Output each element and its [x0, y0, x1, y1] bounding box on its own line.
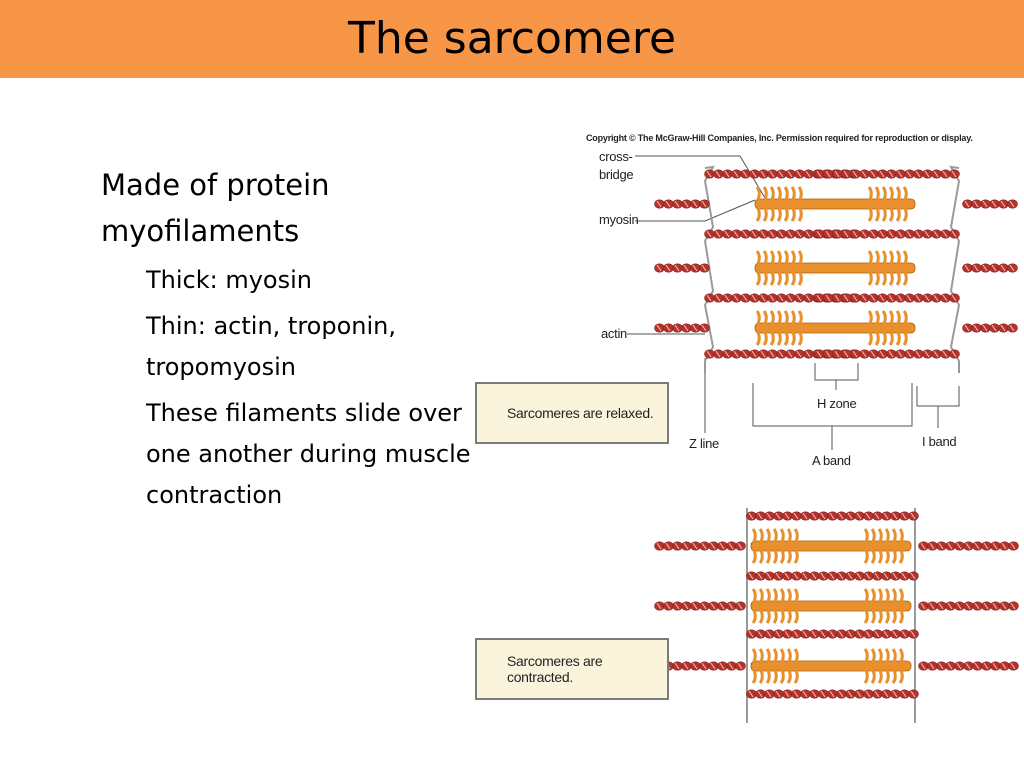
bullet-list: Made of protein myofilaments Thick: myos…	[101, 162, 481, 521]
h-zone-label: H zone	[817, 396, 857, 411]
a-band-label: A band	[812, 453, 851, 468]
actin-thin-filament	[814, 229, 960, 239]
contracted-sarcomere-group	[654, 508, 1019, 723]
bullet-thin: Thin: actin, troponin, tropomyosin	[146, 312, 396, 381]
actin-thin-filament	[814, 293, 960, 303]
actin-thin-filament	[918, 601, 1019, 611]
actin-thin-filament	[746, 689, 919, 699]
bullet-slide: These filaments slide over one another d…	[146, 399, 471, 509]
actin-thin-filament	[918, 661, 1019, 671]
actin-thin-filament	[654, 541, 746, 551]
actin-thin-filament	[814, 169, 960, 179]
myosin-thick-filament	[754, 250, 916, 286]
actin-thin-filament	[654, 199, 710, 209]
actin-thin-filament	[962, 263, 1018, 273]
actin-thin-filament	[962, 199, 1018, 209]
contracted-caption: Sarcomeres are contracted.	[475, 638, 669, 700]
relaxed-caption: Sarcomeres are relaxed.	[475, 382, 669, 444]
actin-thin-filament	[654, 323, 710, 333]
actin-thin-filament	[962, 323, 1018, 333]
title-bar: The sarcomere	[0, 0, 1024, 78]
bullet-thick: Thick: myosin	[146, 266, 312, 294]
actin-thin-filament	[746, 629, 919, 639]
actin-thin-filament	[746, 571, 919, 581]
slide-title: The sarcomere	[347, 13, 677, 64]
myosin-label: myosin	[599, 212, 639, 227]
copyright-notice: Copyright © The McGraw-Hill Companies, I…	[586, 133, 973, 143]
z-line	[949, 165, 961, 373]
bullet-main: Made of protein myofilaments	[101, 168, 330, 248]
myosin-thick-filament	[750, 588, 912, 624]
myosin-thick-filament	[750, 528, 912, 564]
actin-thin-filament	[918, 541, 1019, 551]
actin-thin-filament	[654, 263, 710, 273]
i-band-label: I band	[922, 434, 957, 449]
sarcomere-figure: Copyright © The McGraw-Hill Companies, I…	[475, 128, 1024, 728]
relaxed-sarcomere-group	[654, 165, 1018, 373]
z-line-label: Z line	[689, 436, 719, 451]
actin-thin-filament	[814, 349, 960, 359]
actin-label: actin	[601, 326, 627, 341]
sarcomere-diagram	[627, 155, 1019, 723]
myosin-thick-filament	[750, 648, 912, 684]
actin-thin-filament	[654, 601, 746, 611]
actin-thin-filament	[746, 511, 919, 521]
myosin-thick-filament	[754, 310, 916, 346]
cross-bridge-label: cross-bridge	[599, 149, 634, 182]
myosin-thick-filament	[754, 186, 916, 222]
